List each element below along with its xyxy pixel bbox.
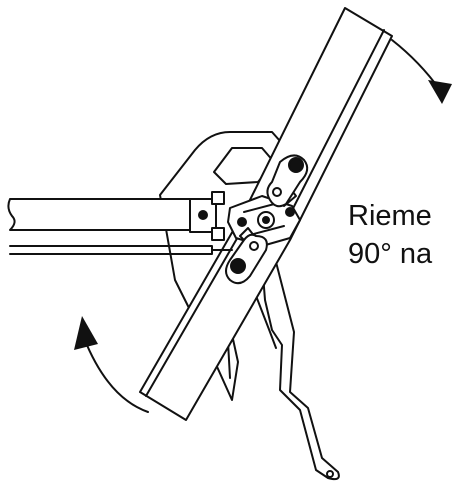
boom-clamp [189,191,225,241]
upper-blade-grip [266,154,309,208]
rotation-arrow-top [391,39,452,104]
tail-boom [7,198,233,255]
caption-line-2: 90° na [348,238,433,270]
lower-blade-grip [225,233,268,285]
caption-line-1: Rieme [348,200,432,232]
rotation-arrow-bottom [74,316,149,413]
